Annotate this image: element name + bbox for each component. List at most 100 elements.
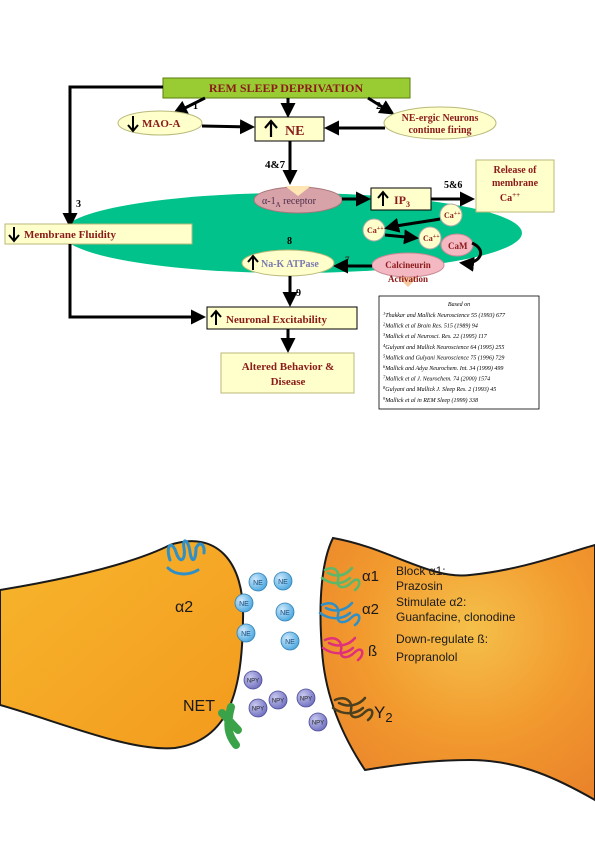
y2-label: Y2 (374, 703, 393, 725)
rem-diagram: REM SLEEP DEPRIVATION 1 2 3 MAO-A NE NE-… (4, 77, 555, 410)
references-box (378, 295, 540, 410)
step-4-7: 4&7 (265, 159, 286, 171)
neurons-label-1: NE-ergic Neurons (402, 113, 479, 124)
ne-box (254, 116, 325, 142)
svg-text:NE: NE (253, 580, 263, 587)
step-3: 3 (76, 199, 81, 210)
arrow-ca-1 (384, 217, 441, 233)
beta-label: ß (368, 643, 377, 660)
ne-vesicles: NE NE NE NE NE NE (234, 571, 300, 651)
guanfacine-text: Guanfacine, clonodine (396, 610, 516, 624)
ip3-label: IP3 (394, 193, 410, 209)
net-label: NET (183, 698, 215, 715)
step-1: 1 (193, 101, 198, 112)
reference-item: 1Thakkar and Mallick Neuroscience 55 (19… (383, 311, 506, 319)
ne-label: NE (285, 124, 304, 139)
net-transporter-icon (218, 703, 242, 749)
alpha2-receptor-icon (318, 601, 361, 627)
reference-item: 2Mallick et al Brain Res. 515 (1989) 94 (383, 322, 478, 330)
ne-vesicle: NE (234, 593, 254, 613)
arrow-title-neurons (367, 96, 395, 115)
npy-vesicle: NPY (268, 690, 288, 710)
npy-vesicle: NPY (308, 712, 328, 732)
up-arrow-icon (247, 254, 259, 270)
svg-text:NE: NE (239, 601, 249, 608)
svg-text:NE: NE (285, 639, 295, 646)
behavior-box (220, 352, 355, 394)
cam-label: CaM (448, 241, 468, 251)
propranolol-text: Propranolol (396, 650, 457, 664)
svg-text:Ca++: Ca++ (444, 211, 461, 220)
up-arrow-icon (377, 190, 389, 206)
reference-item: 4Gulyani and Mallick Neuroscience 64 (19… (383, 343, 504, 351)
reference-item: 5Mallick and Gulyani Neuroscience 75 (19… (383, 353, 504, 361)
synapse-diagram: α2 NET NE NE NE NE NE NE NPY NPY NPY NPY NPY α1 α… (0, 536, 595, 802)
npy-vesicle: NPY (243, 670, 263, 690)
reference-item: 6Mallick and Adya Neurochem. Int. 34 (19… (383, 364, 503, 372)
stimulate-alpha2-text: Stimulate α2: (396, 595, 466, 609)
arrow-cam-calcineurin (459, 241, 483, 272)
ne-vesicle: NE (273, 571, 293, 591)
atpase-label: Na-K ATPase (261, 259, 319, 270)
svg-text:NPY: NPY (252, 707, 264, 713)
y2-receptor-icon (331, 696, 374, 722)
svg-text:NPY: NPY (300, 697, 312, 703)
fluidity-label: Membrane Fluidity (24, 229, 116, 241)
release-line-3: Ca++ (500, 191, 520, 204)
presynaptic-terminal (0, 540, 245, 750)
ca-ion: Ca++ (439, 203, 463, 227)
arrow-fluidity-excitability (68, 244, 206, 325)
ne-vesicle: NE (248, 572, 268, 592)
reference-item: 7Mallick et al J. Neurochem. 74 (2000) 1… (383, 375, 490, 383)
alpha2-left-label: α2 (175, 599, 193, 616)
up-arrow-icon (264, 119, 278, 137)
ne-vesicle: NE (236, 623, 256, 643)
step-8: 8 (287, 236, 292, 247)
calcineurin-label: Calcineurin (385, 260, 431, 270)
npy-vesicle: NPY (296, 688, 316, 708)
references-list: 1Thakkar and Mallick Neuroscience 55 (19… (383, 311, 506, 404)
alpha1-receptor-icon (320, 566, 361, 592)
postsynaptic-terminal (319, 536, 595, 802)
npy-vesicles: NPY NPY NPY NPY NPY (243, 670, 328, 732)
mao-label: MAO-A (142, 118, 181, 130)
atpase-oval (241, 249, 335, 277)
step-2: 2 (376, 101, 381, 112)
ne-vesicle: NE (275, 602, 295, 622)
down-regulate-beta-text: Down-regulate ß: (396, 632, 488, 646)
svg-text:Ca++: Ca++ (423, 234, 440, 243)
behavior-line-2: Disease (271, 376, 306, 388)
arrow-title-fluidity (62, 85, 163, 228)
svg-text:NPY: NPY (312, 721, 324, 727)
arrow-ca-2 (384, 229, 419, 245)
svg-text:NE: NE (241, 631, 251, 638)
down-arrow-icon (8, 227, 20, 243)
ca-ion: Ca++ (362, 218, 386, 242)
alpha1-label: α1 (362, 568, 379, 585)
svg-text:Ca++: Ca++ (367, 226, 384, 235)
svg-text:NPY: NPY (272, 699, 284, 705)
mao-oval (117, 110, 203, 136)
fluidity-box (4, 223, 193, 245)
step-7: 7 (345, 255, 350, 265)
prazosin-text: Prazosin (396, 579, 443, 593)
reference-item: 9Mallick et al in REM Sleep (1999) 338 (383, 396, 478, 404)
ca-ion: Ca++ (418, 226, 442, 250)
receptor-label: α-1A receptor (262, 196, 317, 209)
release-box (475, 159, 555, 213)
excitability-box (206, 306, 358, 330)
arrow-mao-ne (201, 119, 255, 135)
title-text: REM SLEEP DEPRIVATION (209, 81, 364, 95)
receptor-notch (285, 186, 311, 196)
alpha2-right-label: α2 (362, 601, 379, 618)
arrow-title-mao (172, 96, 206, 115)
behavior-line-1: Altered Behavior & (242, 361, 334, 373)
step-9: 9 (296, 288, 301, 299)
reference-item: 8Gulyani and Mallick J. Sleep Res. 2 (19… (383, 385, 496, 393)
alpha2-autoreceptor-icon (166, 539, 206, 576)
neurons-label-2: continue firing (408, 125, 471, 136)
block-alpha1-text: Block α1: (396, 564, 446, 578)
neurons-oval (383, 106, 497, 140)
release-line-2: membrane (492, 178, 539, 189)
